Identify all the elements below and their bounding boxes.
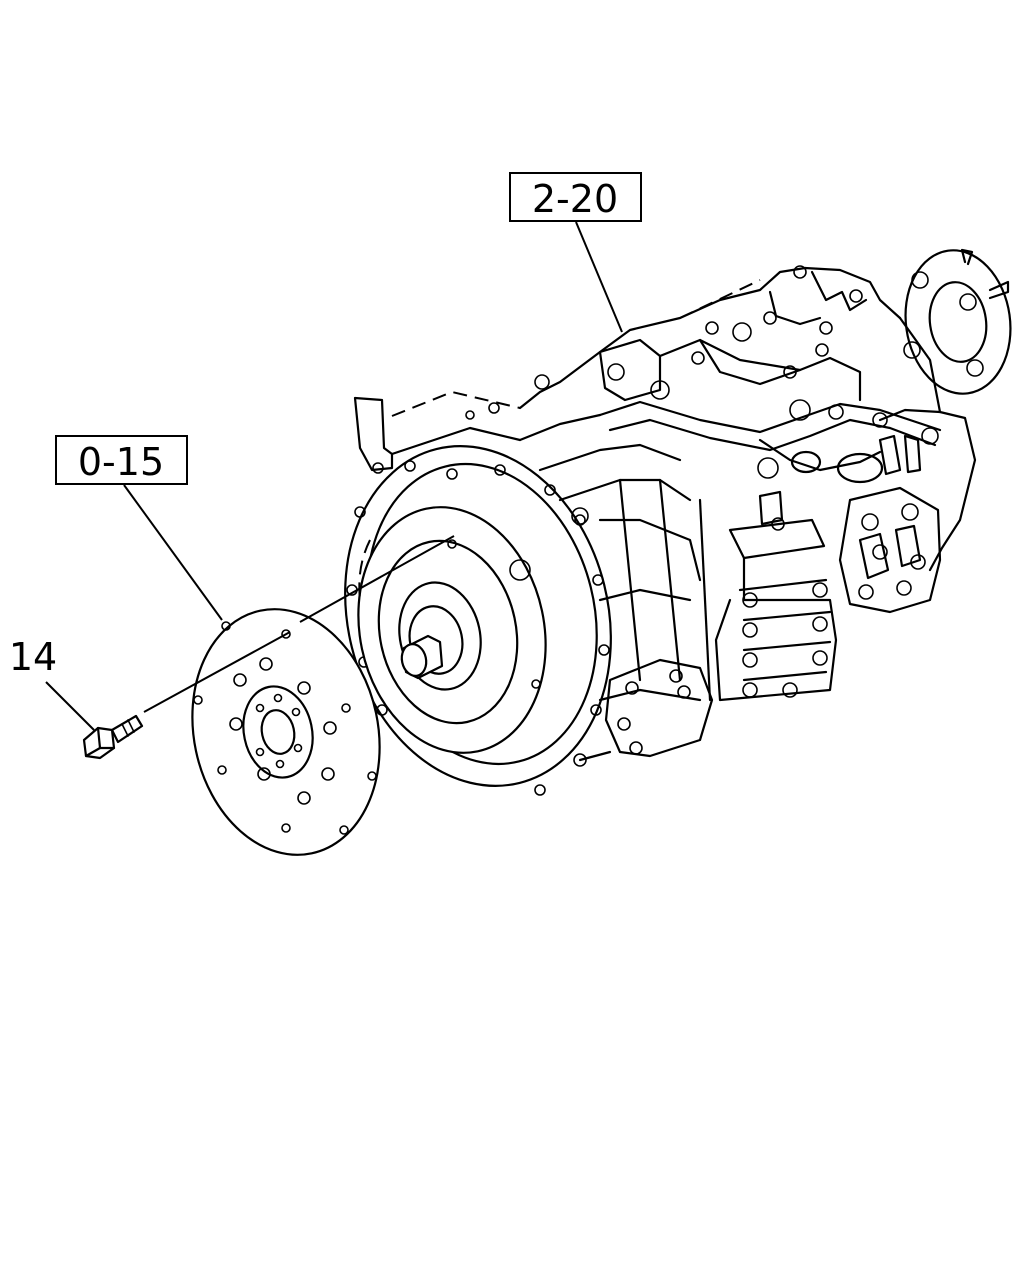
top-housing <box>518 265 902 410</box>
callout-box <box>55 435 188 485</box>
rear-housing <box>838 486 942 614</box>
mounting-bracket <box>353 390 522 472</box>
callout-bolt: 14 <box>9 635 95 731</box>
callout-box <box>509 172 642 222</box>
callout-label-bolt: 14 <box>9 635 57 679</box>
callout-transmission: 2-20 <box>509 172 642 333</box>
main-case <box>509 413 712 702</box>
leader-line <box>123 484 223 621</box>
control-block <box>534 311 862 402</box>
alignment-lines <box>143 535 455 713</box>
flexplate <box>191 608 381 856</box>
callout-flexplate: 0-15 <box>55 435 223 621</box>
torque-converter <box>357 506 547 754</box>
side-cover <box>714 490 838 702</box>
shift-linkage <box>598 399 942 484</box>
leader-line <box>575 221 623 333</box>
oil-pan <box>578 658 714 762</box>
output-flange <box>878 248 1012 572</box>
transmission-assembly <box>344 248 1012 796</box>
callout-label-flexplate: 0-15 <box>78 440 164 484</box>
hex-bolt <box>82 714 144 760</box>
leader-line <box>45 681 95 731</box>
callout-label-transmission: 2-20 <box>532 177 618 221</box>
